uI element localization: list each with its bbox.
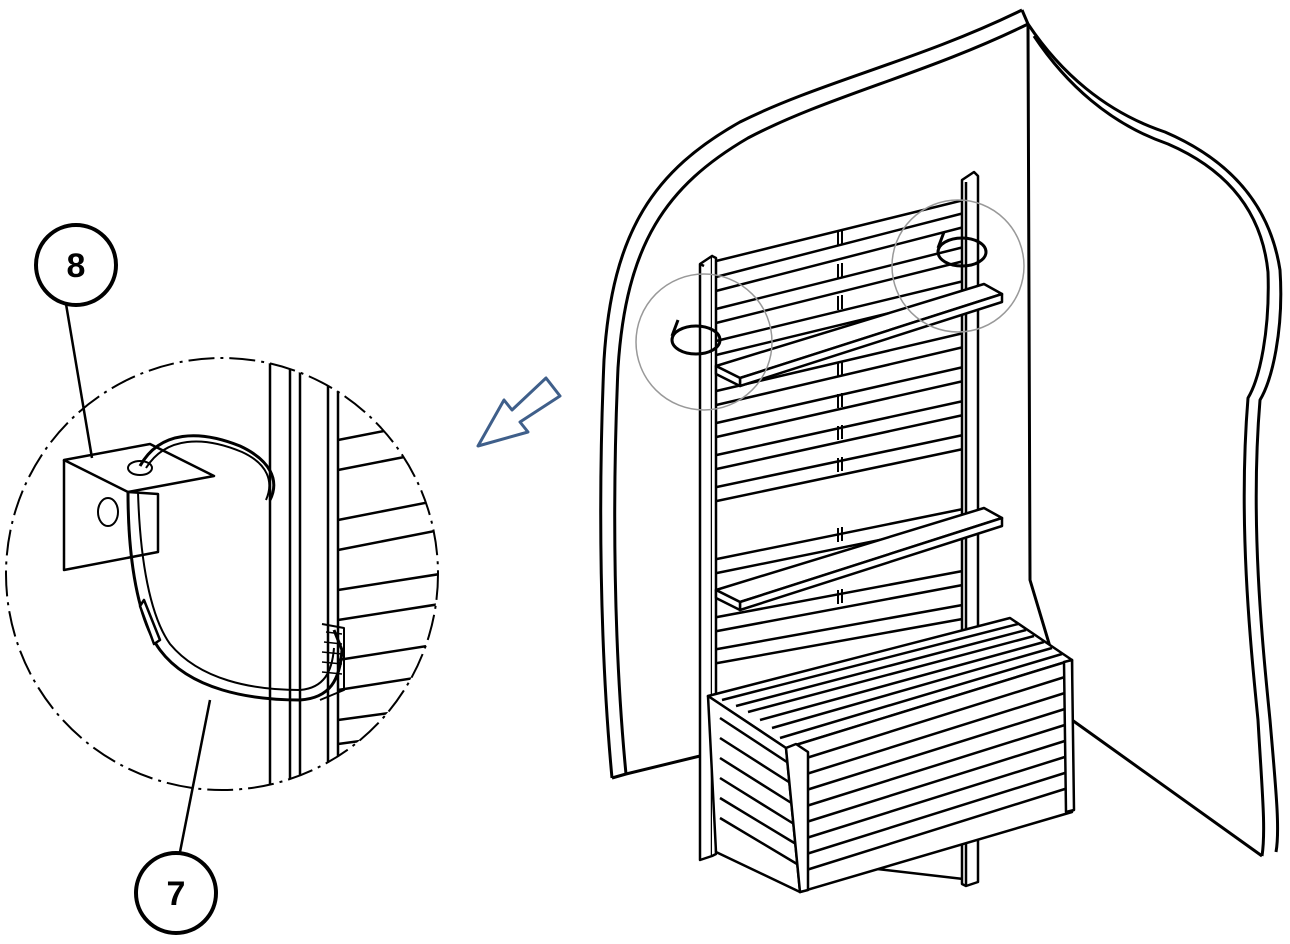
- cable-tie-left: [670, 319, 722, 356]
- highlight-circle-left: [635, 273, 773, 411]
- trellis-bench: [670, 170, 1076, 894]
- callout-8: 8: [34, 223, 118, 459]
- middle-shelf: [714, 506, 1004, 612]
- bench-box: [706, 616, 1076, 894]
- callout-7-label: 7: [167, 875, 186, 913]
- callout-7: 7: [134, 699, 218, 935]
- callout-8-label: 8: [67, 247, 86, 285]
- highlight-circle-right: [891, 199, 1025, 333]
- left-post: [698, 254, 718, 862]
- detail-view: [5, 357, 439, 791]
- wall: [599, 8, 1283, 858]
- upper-shelf: [714, 282, 1004, 388]
- cable-tie-right: [936, 231, 988, 268]
- direction-arrow-icon: [476, 376, 562, 448]
